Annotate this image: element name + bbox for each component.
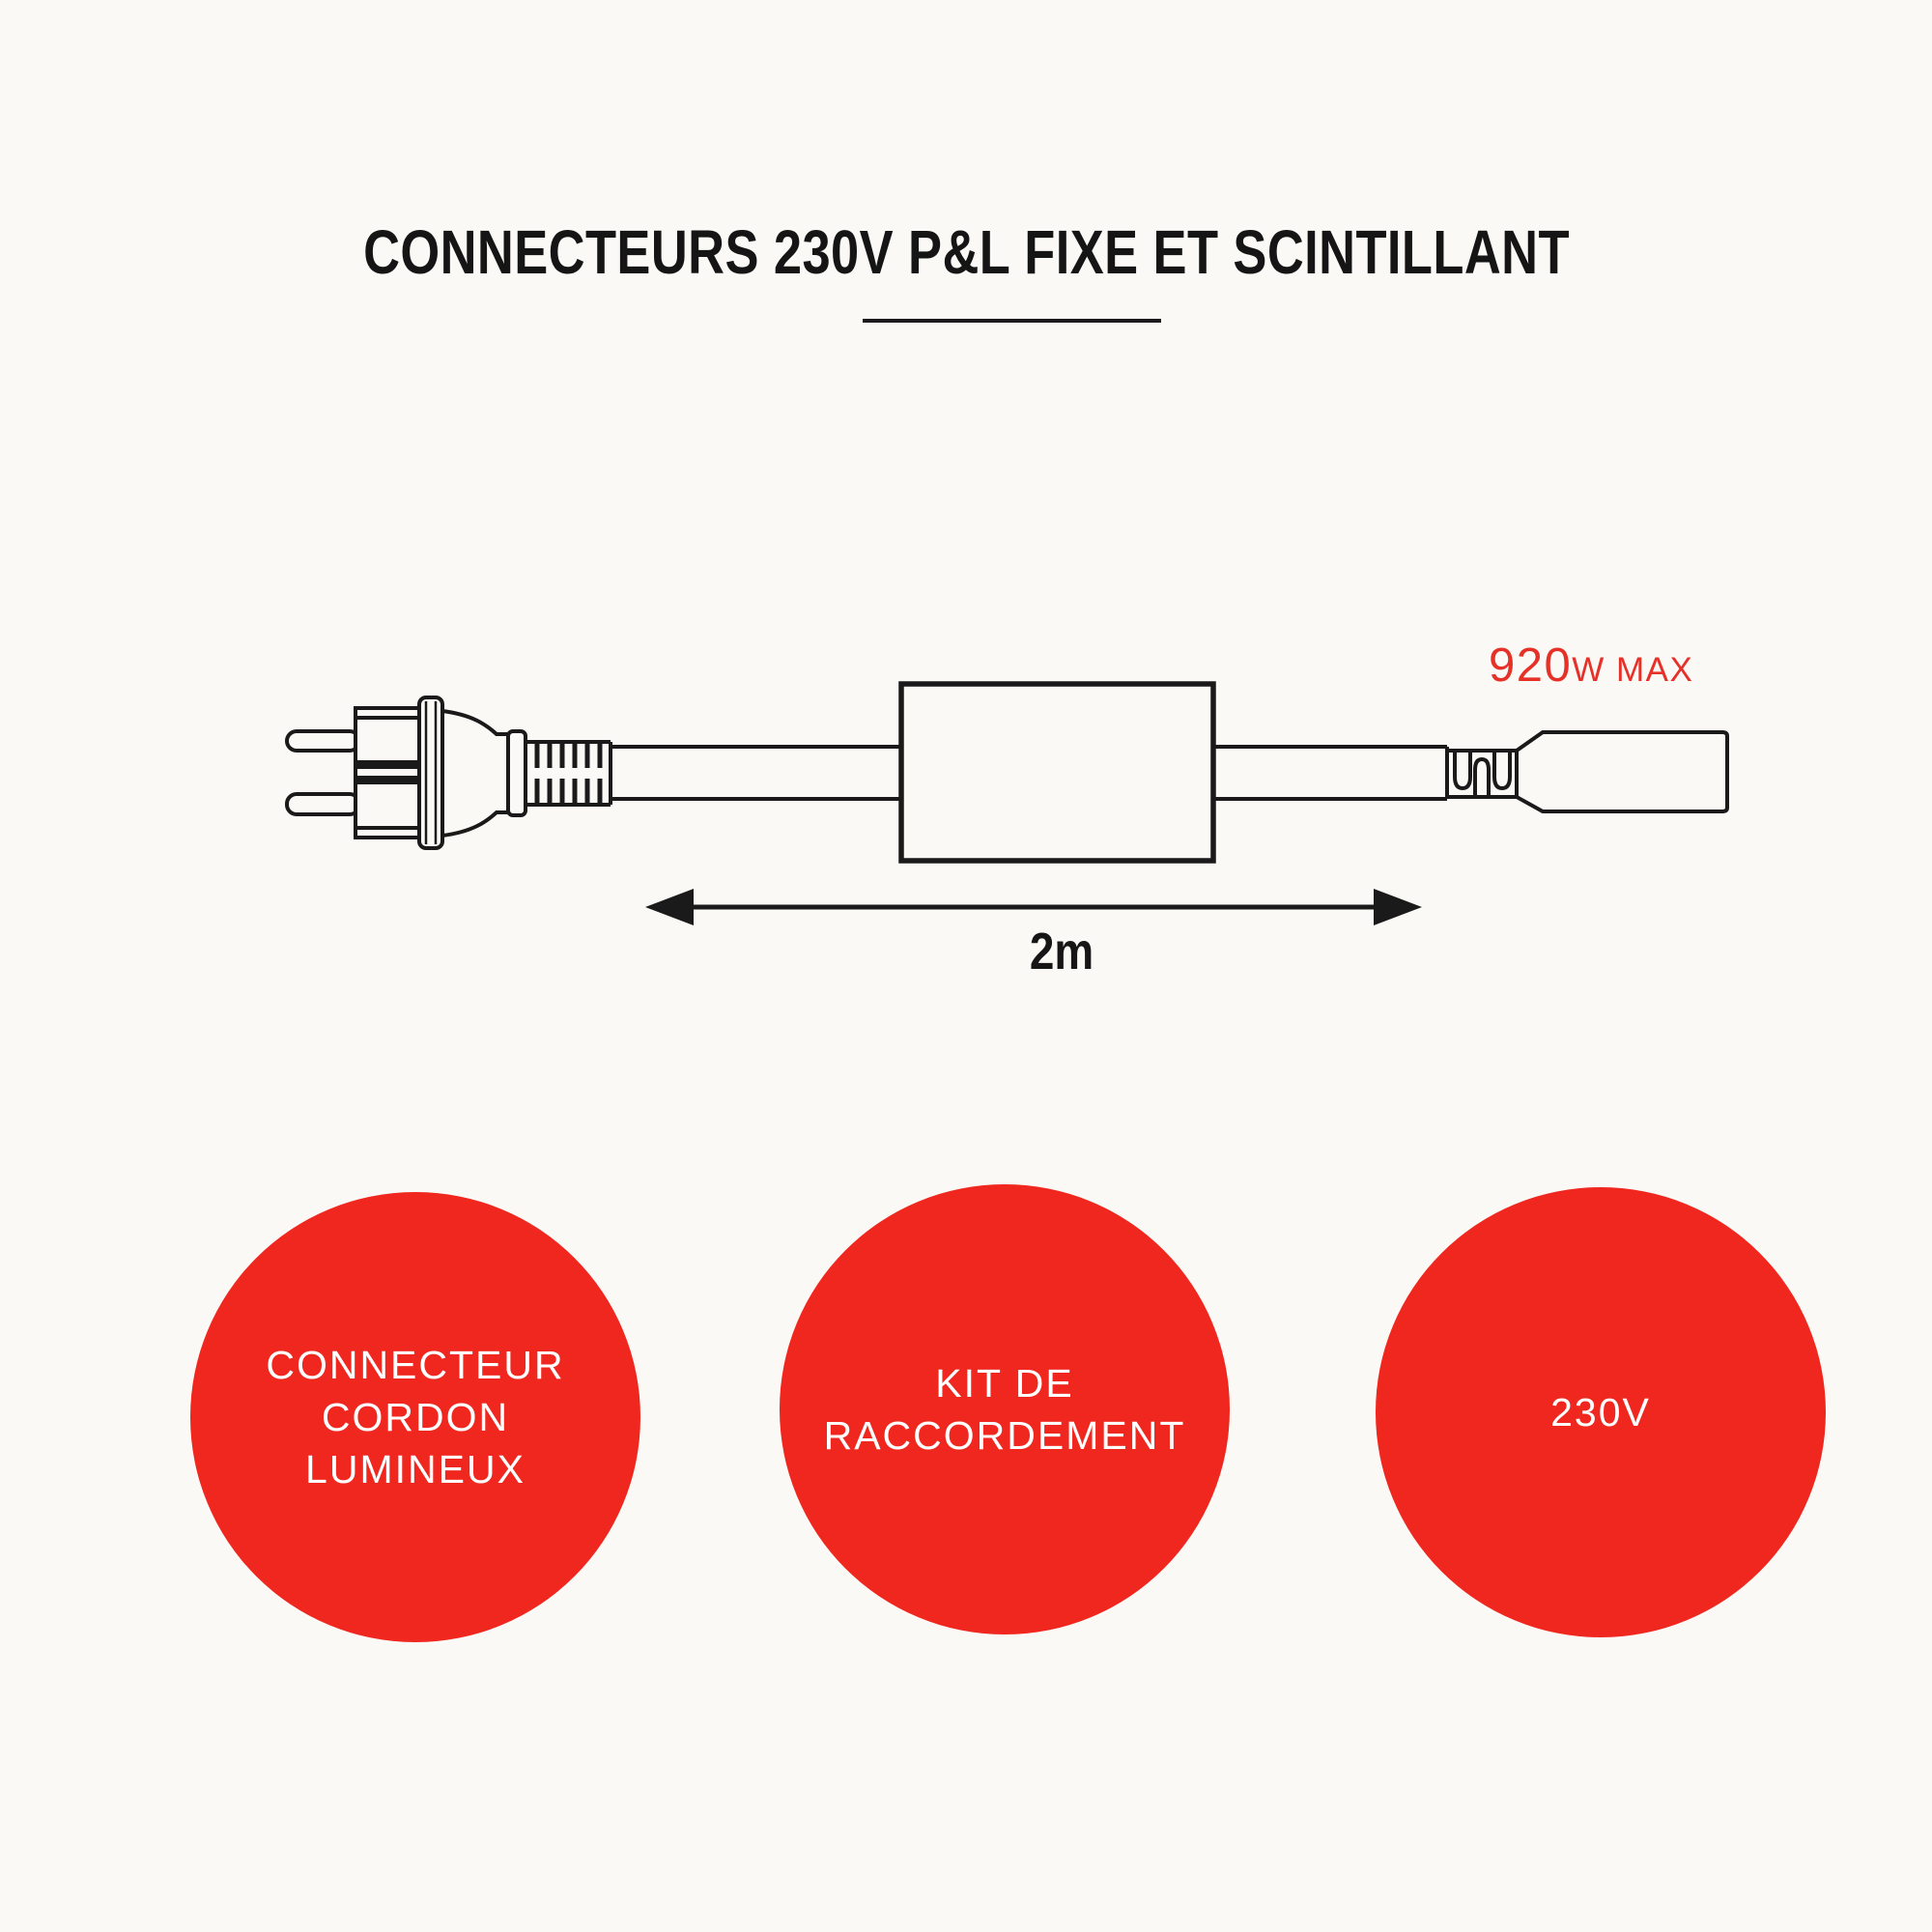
badge-line: CORDON — [321, 1394, 510, 1439]
power-value: 920 — [1489, 639, 1573, 692]
badge-line: RACCORDEMENT — [823, 1413, 1186, 1458]
end-grip — [1447, 749, 1519, 799]
badge-line: CONNECTEUR — [266, 1342, 565, 1387]
cable-right — [1213, 745, 1449, 801]
badge-line: 230V — [1550, 1389, 1651, 1435]
dimension-label-text: 2m — [1029, 923, 1094, 980]
page-title: CONNECTEURS 230V P&L FIXE ET SCINTILLANT — [0, 216, 1932, 288]
badge-230v: 230V — [1376, 1187, 1826, 1637]
dimension-label: 2m — [1024, 922, 1099, 981]
plug-drawing — [285, 696, 612, 850]
title-underline — [863, 319, 1161, 323]
power-unit: W MAX — [1572, 651, 1694, 689]
badge-label: 230V — [1550, 1386, 1651, 1438]
badge-label: KIT DE RACCORDEMENT — [824, 1357, 1186, 1462]
badge-line: KIT DE — [935, 1360, 1074, 1406]
plug-body — [354, 706, 424, 839]
plug-collar — [506, 729, 527, 817]
end-connector-body — [1515, 730, 1729, 813]
badge-connecteur-cordon-lumineux: CONNECTEUR CORDON LUMINEUX — [190, 1192, 640, 1642]
badge-label: CONNECTEUR CORDON LUMINEUX — [266, 1339, 564, 1495]
cable-left — [611, 745, 903, 801]
plug-flange — [417, 696, 444, 850]
page-title-text: CONNECTEURS 230V P&L FIXE ET SCINTILLANT — [362, 217, 1570, 287]
badge-kit-de-raccordement: KIT DE RACCORDEMENT — [780, 1184, 1230, 1634]
plug-neck — [440, 708, 511, 838]
inline-box — [898, 681, 1216, 864]
plug-pins — [285, 729, 361, 816]
badge-line: LUMINEUX — [305, 1447, 526, 1492]
dimension-arrow — [645, 889, 1422, 925]
strain-relief-ribs — [526, 740, 612, 807]
